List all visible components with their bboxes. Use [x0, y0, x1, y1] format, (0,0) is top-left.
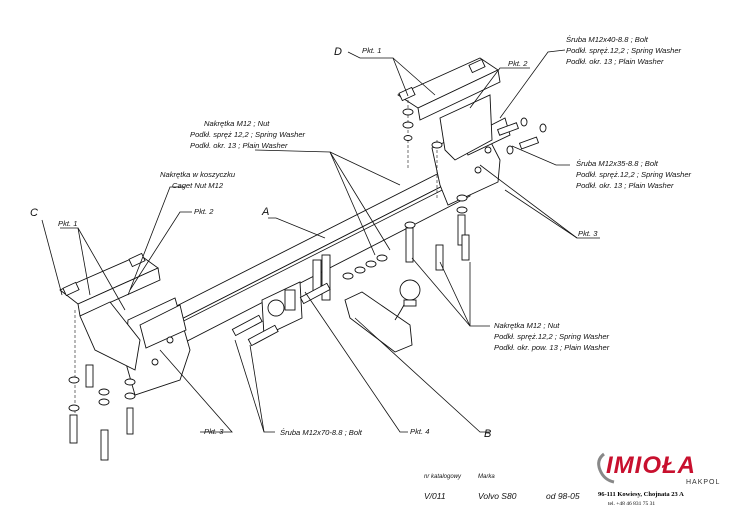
note-bolt-m12x35: Śruba M12x35-8.8 ; Bolt Podkł. spręż.12,…	[576, 159, 692, 190]
label-pkt3-right: Pkt. 3	[578, 229, 598, 238]
label-c: C	[30, 207, 38, 219]
note-line: Śruba M12x35-8.8 ; Bolt	[576, 159, 659, 168]
company-sub: HAKPOL	[686, 479, 721, 486]
bolt-m12x35	[506, 123, 547, 155]
label-a: A	[261, 206, 269, 218]
note-bolt-m12x40: Śruba M12x40-8.8 ; Bolt Podkł. spręż.12,…	[566, 35, 682, 66]
note-cage-nut: Nakrętka w koszyczku Caget Nut M12	[160, 170, 236, 190]
date-value: od 98-05	[546, 491, 580, 501]
note-line: Podkł. spręż.12,2 ; Spring Washer	[566, 46, 682, 55]
label-pkt1-left: Pkt. 1	[58, 219, 77, 228]
note-line: Podkł. okr. pow. 13 ; Plain Washer	[494, 343, 610, 352]
bolt-m12x40	[497, 117, 528, 136]
label-pkt1-top: Pkt. 1	[362, 46, 381, 55]
company-phone: tel. +48 46 831 75 31	[608, 501, 656, 507]
brand-label: Marka	[478, 474, 495, 480]
note-line: Podkł. okr. 13 ; Plain Washer	[190, 141, 288, 150]
crossbar-a	[144, 164, 472, 356]
note-nut-top: Nakrętka M12 ; Nut Podkł. spręż 12,2 ; S…	[190, 119, 306, 150]
catalog-label: nr katalogowy	[424, 474, 462, 480]
ball-hook-b	[344, 279, 421, 353]
company-address: 96-111 Kowiesy, Chojnata 23 A	[598, 491, 684, 498]
label-b: B	[484, 428, 491, 440]
company-name: IMIOŁA	[606, 452, 696, 479]
note-line: Śruba M12x40-8.8 ; Bolt	[566, 35, 649, 44]
bracket-d	[397, 57, 501, 161]
logo-icon	[597, 452, 615, 484]
fastener-stack-top-right	[431, 140, 468, 246]
brand-value: Volvo S80	[478, 491, 517, 501]
label-pkt3-bottom: Pkt. 3	[204, 427, 224, 436]
bracket-c	[59, 252, 161, 371]
note-line: Nakrętka M12 ; Nut	[494, 321, 560, 330]
company-logo: IMIOŁA HAKPOL	[597, 452, 748, 496]
note-line: Podkł. okr. 13 ; Plain Washer	[566, 57, 664, 66]
bolt-m12x70	[231, 282, 331, 347]
fasteners	[68, 100, 547, 461]
fastener-stack-top-left	[402, 100, 414, 170]
fastener-stack-center	[342, 221, 470, 280]
catalog-value: V/011	[424, 491, 446, 501]
note-bolt-m12x70: Śruba M12x70-8.8 ; Bolt	[280, 428, 363, 437]
leader-lines	[41, 49, 600, 433]
note-line: Podkł. spręż.12,2 ; Spring Washer	[494, 332, 610, 341]
note-line: Podkł. okr. 13 ; Plain Washer	[576, 181, 674, 190]
socket-plate	[261, 281, 303, 337]
label-pkt4: Pkt. 4	[410, 427, 429, 436]
note-line: Podkł. spręż 12,2 ; Spring Washer	[190, 130, 306, 139]
note-line: Nakrętka w koszyczku	[160, 170, 236, 179]
note-nut-bottom: Nakrętka M12 ; Nut Podkł. spręż.12,2 ; S…	[494, 321, 610, 352]
fastener-stack-left	[68, 310, 136, 461]
label-d: D	[334, 46, 342, 58]
label-pkt2-left: Pkt. 2	[194, 207, 214, 216]
note-line: Nakrętka M12 ; Nut	[204, 119, 270, 128]
label-pkt2-top: Pkt. 2	[508, 59, 528, 68]
note-line: Podkł. spręż.12,2 ; Spring Washer	[576, 170, 692, 179]
note-line: Caget Nut M12	[172, 181, 224, 190]
